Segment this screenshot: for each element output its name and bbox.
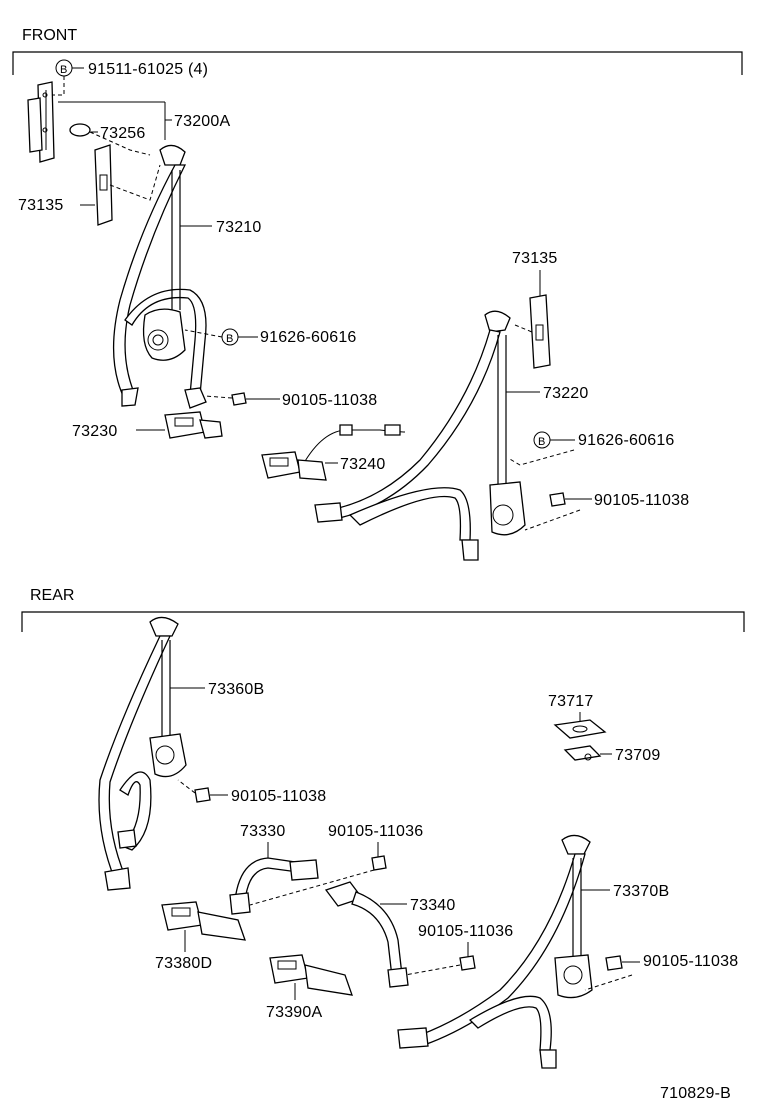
- front-belt-assembly-73220: 73220: [314, 310, 589, 561]
- label-91626-60616-right: 91626-60616: [578, 432, 675, 449]
- label-91626-60616-left: 91626-60616: [260, 329, 357, 346]
- cover-73135-left: 73135: [18, 144, 161, 226]
- label-73256: 73256: [100, 125, 146, 142]
- label-90105-11036-a: 90105-11036: [328, 823, 423, 840]
- label-73210: 73210: [216, 219, 262, 236]
- rear-belt-assembly-73360B: 73360B: [98, 616, 264, 891]
- label-73135-right: 73135: [512, 250, 558, 267]
- bolt-91511-callout: B 91511-61025 (4): [52, 59, 208, 96]
- label-73220: 73220: [543, 385, 589, 402]
- label-90105-11036-b: 90105-11036: [418, 923, 513, 940]
- bolt-91626-left-callout: B 91626-60616: [184, 328, 357, 346]
- anchor-plate-73709: 73709: [563, 745, 661, 764]
- bolt-90105-11038-rear-b: 90105-11038: [584, 953, 738, 991]
- buckle-73240: 73240: [261, 424, 406, 481]
- label-90105-11038-front-right: 90105-11038: [594, 492, 689, 509]
- rear-belt-assembly-73370B: 73370B: [397, 834, 669, 1069]
- bolt-91626-right-callout: B 91626-60616: [507, 431, 675, 466]
- rear-section-bracket: [21, 611, 745, 632]
- label-73330: 73330: [240, 823, 286, 840]
- buckle-73380D: 73380D: [155, 901, 246, 972]
- cap-73256: 73256: [69, 123, 151, 156]
- front-section-bracket: [12, 51, 743, 75]
- bolt-90105-11036-b: 90105-11036: [404, 923, 513, 976]
- label-73370B: 73370B: [613, 883, 669, 900]
- label-90105-11038-rear-a: 90105-11038: [231, 788, 326, 805]
- diagram-code: 710829-B: [660, 1085, 731, 1102]
- label-90105-11038-rear-b: 90105-11038: [643, 953, 738, 970]
- label-73230: 73230: [72, 423, 118, 440]
- belt-73330: 73330: [229, 823, 319, 915]
- section-title-front: FRONT: [22, 27, 77, 44]
- front-belt-assembly-73210: 73210: [112, 144, 262, 409]
- circle-b-right: B: [538, 436, 545, 448]
- bolt-90105-11036-a: 90105-11036: [249, 823, 423, 906]
- label-73240: 73240: [340, 456, 386, 473]
- label-73390A: 73390A: [266, 1004, 322, 1021]
- cover-73135-right: 73135: [512, 250, 558, 369]
- bolt-90105-11038-rear-a: 90105-11038: [177, 779, 326, 805]
- bolt-90105-11038-right: 90105-11038: [524, 492, 689, 531]
- label-73200A: 73200A: [174, 113, 230, 130]
- buckle-73390A: 73390A: [266, 954, 353, 1021]
- label-73380D: 73380D: [155, 955, 212, 972]
- circle-b-marker: B: [60, 64, 67, 76]
- circle-b-left: B: [226, 333, 233, 345]
- height-adjuster-73200A: 73200A: [27, 81, 230, 163]
- label-73360B: 73360B: [208, 681, 264, 698]
- label-73709: 73709: [615, 747, 661, 764]
- bolt-90105-11038-left: 90105-11038: [204, 392, 377, 409]
- label-73340: 73340: [410, 897, 456, 914]
- label-91511-61025: 91511-61025 (4): [88, 61, 208, 78]
- label-90105-11038-front-left: 90105-11038: [282, 392, 377, 409]
- label-73717: 73717: [548, 693, 594, 710]
- section-title-rear: REAR: [30, 587, 74, 604]
- belt-73340: 73340: [324, 881, 456, 988]
- anchor-cover-73717: 73717: [548, 693, 607, 739]
- label-73135-left: 73135: [18, 197, 64, 214]
- buckle-73230: 73230: [72, 411, 223, 440]
